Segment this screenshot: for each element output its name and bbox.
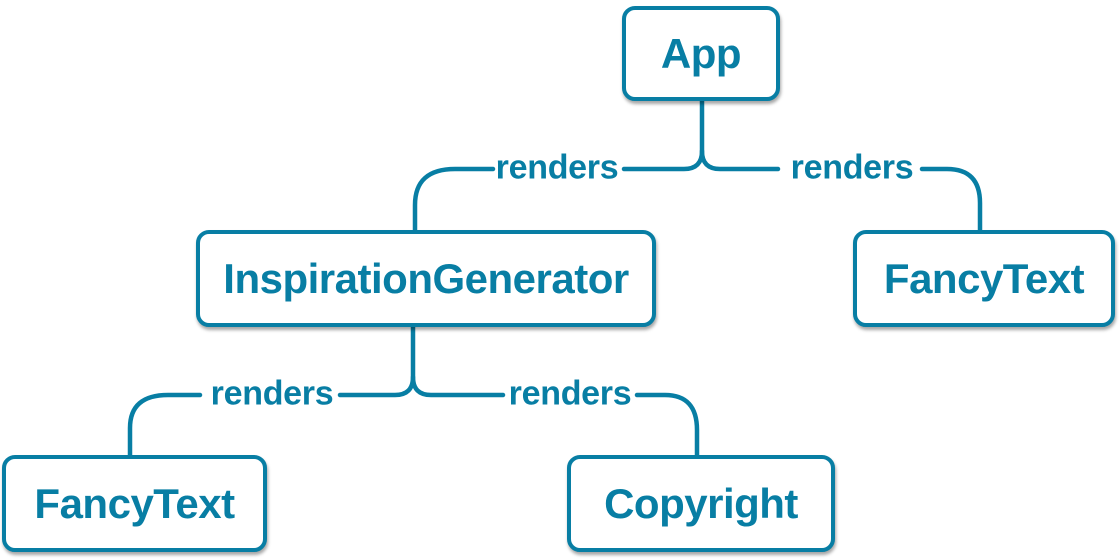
node-fancy-text-bottom: FancyText	[2, 455, 267, 552]
edge-label-app-inspiration-generator: renders	[495, 148, 619, 187]
edge-label-app-fancy-text: renders	[790, 148, 914, 187]
edge-label-inspiration-generator-fancy-text: renders	[210, 374, 334, 413]
node-copyright: Copyright	[567, 455, 835, 552]
connector-app-to-fancy-text	[699, 148, 983, 233]
node-fancy-text-top: FancyText	[853, 230, 1115, 327]
connector-inspiration-generator-to-copyright	[410, 374, 700, 458]
node-app: App	[622, 6, 780, 101]
node-inspiration-generator: InspirationGenerator	[196, 230, 656, 327]
edge-label-inspiration-generator-copyright: renders	[508, 374, 632, 413]
